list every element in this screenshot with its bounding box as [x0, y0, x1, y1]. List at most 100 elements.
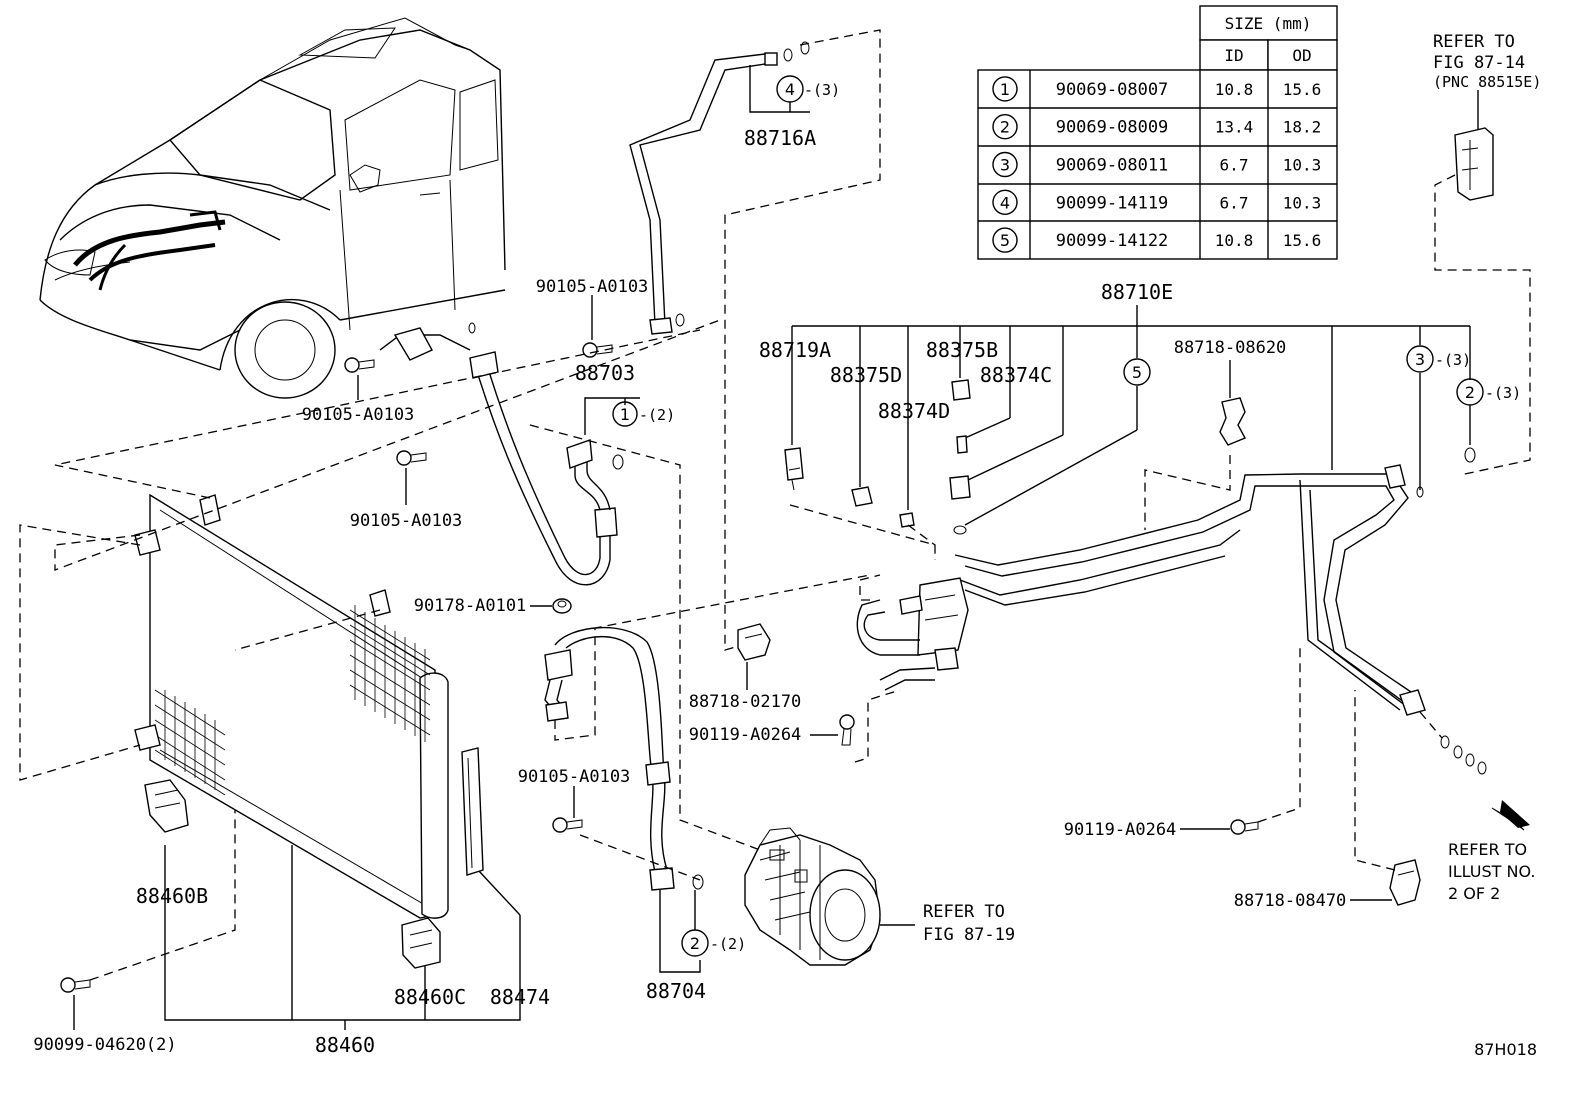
size-table-od-value: 18.2	[1283, 118, 1322, 137]
bolt-icon	[60, 977, 91, 993]
ring4-number: 4	[785, 80, 795, 99]
label-88460C: 88460C	[394, 985, 466, 1009]
ref-fig-87-14-line1: REFER TO	[1433, 32, 1515, 52]
size-table-ring-circle	[992, 189, 1018, 216]
label-90105-top: 90105-A0103	[536, 277, 649, 297]
label-90099-04620: 90099-04620(2)	[33, 1035, 176, 1055]
bracket-88460B: 88460B	[136, 779, 208, 908]
ring2b-number: 2	[690, 934, 700, 953]
bracket-88460C: 88460C	[394, 917, 466, 1009]
seal-icon	[552, 598, 572, 614]
size-table-ring-number: 1	[1000, 80, 1010, 99]
clamp-icon	[1219, 397, 1246, 446]
label-88703: 88703	[575, 361, 635, 385]
diagram-id: 87H018	[1474, 1040, 1537, 1059]
ring1-number: 1	[620, 405, 630, 424]
clamp-icon	[1389, 859, 1421, 906]
ring3-number: 3	[1415, 350, 1425, 369]
size-table-od-value: 15.6	[1283, 231, 1322, 250]
label-88374D: 88374D	[878, 399, 950, 423]
label-88375D: 88375D	[830, 363, 902, 387]
label-90119-a: 90119-A0264	[689, 725, 802, 745]
label-90119-b: 90119-A0264	[1064, 820, 1177, 840]
bolt-icon	[396, 450, 427, 466]
hose-88704: 90178-A0101 2 -(2) 88704	[414, 574, 871, 1003]
ref-fig-87-19-line1: REFER TO	[923, 902, 1005, 922]
label-88374C: 88374C	[980, 363, 1052, 387]
pipe-88716A: 4 -(3) 88716A	[629, 29, 881, 651]
ref-illust-2-of-2: REFER TO ILLUST NO. 2 OF 2	[1448, 800, 1535, 903]
label-88710E: 88710E	[1101, 280, 1173, 304]
ref-fig-87-14-line2: FIG 87-14	[1433, 53, 1525, 73]
ring5-number: 5	[1132, 363, 1142, 382]
ring2r-qty: -(3)	[1485, 384, 1521, 402]
size-table-od-value: 10.3	[1283, 193, 1322, 212]
size-table-ring-number: 3	[1000, 156, 1010, 175]
bolt-icon	[552, 817, 583, 833]
label-90105-mid: 90105-A0103	[350, 511, 463, 531]
size-table-ring-number: 4	[1000, 193, 1010, 212]
size-table: SIZE (mm) ID OD	[977, 5, 1338, 260]
size-table-od-value: 15.6	[1283, 80, 1322, 99]
ring2r-number: 2	[1465, 383, 1475, 402]
ring2b-qty: -(2)	[710, 935, 746, 953]
ref-fig-87-14: REFER TO FIG 87-14 (PNC 88515E)	[1433, 32, 1541, 476]
label-90178-A0101: 90178-A0101	[414, 596, 527, 616]
size-table-ring-circle	[992, 151, 1018, 178]
size-table-ring-number: 5	[1000, 231, 1010, 250]
label-88474: 88474	[490, 985, 550, 1009]
size-table-id-value: 6.7	[1220, 156, 1249, 175]
label-90105-left: 90105-A0103	[302, 405, 415, 425]
bolt-icon	[1230, 819, 1259, 835]
label-88718-02170: 88718-02170	[689, 692, 802, 712]
label-88716A: 88716A	[744, 126, 816, 150]
size-table-od-value: 10.3	[1283, 156, 1322, 175]
pressure-switch-icon	[784, 447, 804, 481]
ref-illust-line3: 2 OF 2	[1448, 884, 1500, 903]
size-table-id-value: 13.4	[1215, 118, 1254, 137]
label-88719A: 88719A	[759, 338, 831, 362]
ref-illust-line2: ILLUST NO.	[1448, 862, 1535, 881]
ref-fig-87-19-line2: FIG 87-19	[923, 925, 1015, 945]
ring1-qty: -(2)	[639, 406, 675, 424]
ref-fig-87-14-line3: (PNC 88515E)	[1433, 73, 1541, 91]
size-table-id-value: 10.8	[1215, 80, 1254, 99]
size-table-row: 1 90069-08007 10.8 15.6	[992, 76, 1322, 102]
size-table-ring-number: 2	[1000, 118, 1010, 137]
label-88460: 88460	[315, 1033, 375, 1057]
condenser-tank	[419, 672, 449, 919]
ring3-qty: -(3)	[1435, 351, 1471, 369]
size-table-ring-circle	[992, 227, 1018, 253]
bolts: 90105-A0103 90105-A0103 90105-A0103 9010…	[33, 277, 1301, 1055]
label-88718-08620: 88718-08620	[1174, 338, 1287, 358]
arrow-head-icon	[1500, 800, 1530, 828]
label-90105-low: 90105-A0103	[518, 767, 631, 787]
size-table-id-value: 10.8	[1215, 231, 1254, 250]
size-table-part-number: 90099-14122	[1056, 231, 1169, 251]
ring4-qty: -(3)	[804, 81, 840, 99]
bolt-icon	[582, 342, 613, 358]
size-table-ring-circle	[992, 76, 1018, 102]
seal-88474: 88474	[461, 747, 550, 1009]
size-table-ring-circle	[992, 113, 1018, 140]
clamp-icon	[737, 623, 771, 661]
label-88375B: 88375B	[926, 338, 998, 362]
expansion-valve-icon	[1454, 127, 1494, 201]
valve-block	[917, 577, 969, 656]
bolt-icon	[344, 357, 375, 373]
compressor: REFER TO FIG 87-19	[744, 827, 1015, 966]
label-88704: 88704	[646, 979, 706, 1003]
tube-assembly-88710E: 88710E 88719A 88375B 88375D 88374C 88374…	[689, 280, 1521, 911]
ref-illust-line1: REFER TO	[1448, 840, 1527, 859]
size-table-col-od: OD	[1292, 46, 1311, 65]
size-table-part-number: 90099-14119	[1056, 193, 1169, 213]
size-table-part-number: 90069-08007	[1056, 80, 1169, 100]
condenser-88460: 88460	[19, 319, 721, 1057]
size-table-header: SIZE (mm)	[1225, 14, 1312, 33]
hose-88703: 1 -(2) 88703	[379, 322, 761, 851]
